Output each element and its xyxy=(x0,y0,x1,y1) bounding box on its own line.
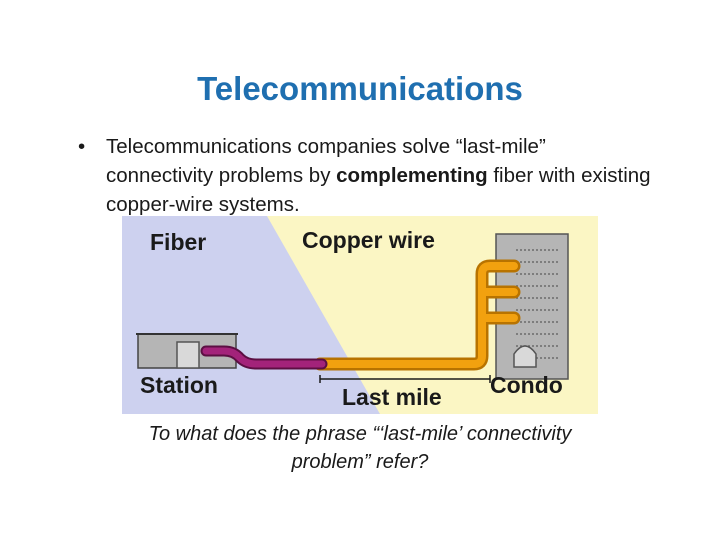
question-caption: To what does the phrase “‘last-mile’ con… xyxy=(148,423,572,473)
last-mile-diagram: Fiber Copper wire Station Last mile Cond… xyxy=(122,216,598,414)
station-label: Station xyxy=(140,372,218,398)
bullet-text-start: Telecommunications companies solve “last… xyxy=(106,135,546,187)
copper-wire-label: Copper wire xyxy=(302,227,435,253)
condo-label: Condo xyxy=(490,372,563,398)
diagram-svg: Fiber Copper wire Station Last mile Cond… xyxy=(122,216,598,414)
condo-building xyxy=(495,233,569,380)
last-mile-span xyxy=(319,375,491,383)
bullet-text-end: fiber with existing copper-wire systems. xyxy=(106,164,651,216)
bullet-text: Telecommunications companies solve “last… xyxy=(106,132,658,219)
fiber-cable xyxy=(200,345,328,370)
last-mile-label: Last mile xyxy=(342,384,442,410)
bullet-emphasis: complementing xyxy=(336,164,488,187)
bullet-point: • Telecommunications companies solve “la… xyxy=(78,132,658,219)
slide-title: Telecommunications xyxy=(197,70,523,107)
fiber-label: Fiber xyxy=(150,229,206,255)
copper-cable xyxy=(313,259,521,371)
bullet-marker: • xyxy=(78,135,86,158)
